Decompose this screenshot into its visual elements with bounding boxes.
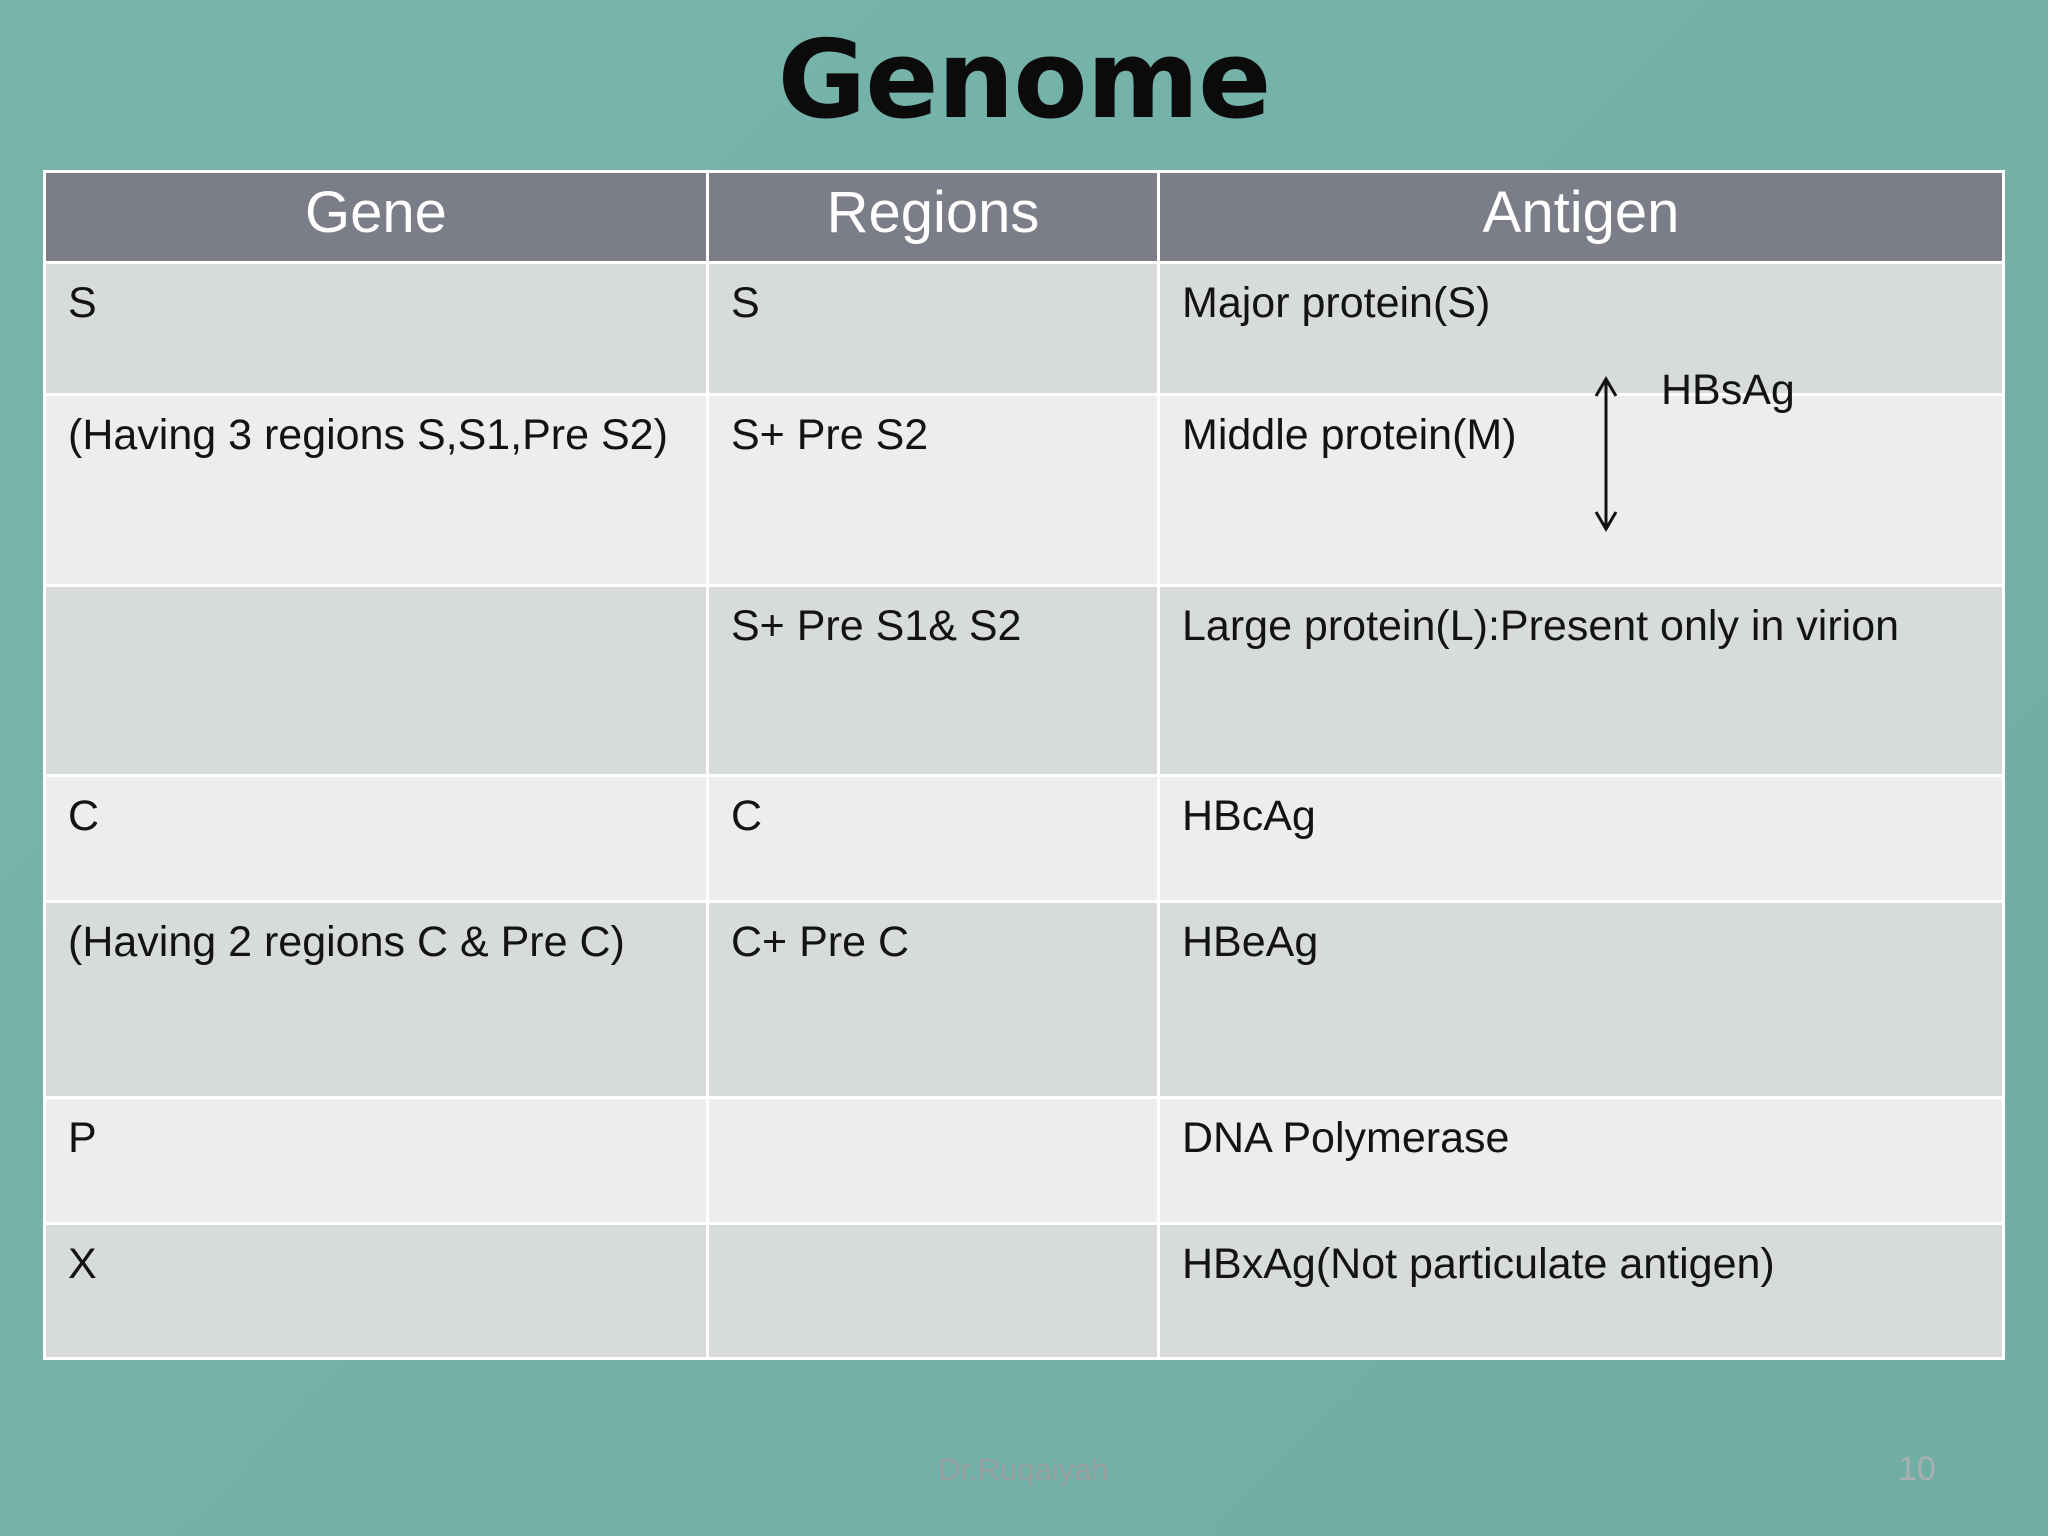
cell-regions: C — [709, 777, 1160, 903]
cell-gene: P — [43, 1099, 709, 1225]
cell-regions: S — [709, 264, 1160, 396]
table-row: X HBxAg(Not particulate antigen) — [43, 1225, 2005, 1360]
table-row: (Having 2 regions C & Pre C) C+ Pre C HB… — [43, 903, 2005, 1099]
cell-antigen: HBcAg — [1160, 777, 2005, 903]
cell-regions: C+ Pre C — [709, 903, 1160, 1099]
cell-antigen: Middle protein(M) — [1160, 396, 2005, 587]
cell-regions — [709, 1225, 1160, 1360]
cell-gene — [43, 587, 709, 777]
table-header-row: Gene Regions Antigen — [43, 170, 2005, 264]
cell-antigen: Large protein(L):Present only in virion — [1160, 587, 2005, 777]
genome-table: Gene Regions Antigen S S Major protein(S… — [43, 170, 2005, 1360]
hbsag-annotation-label: HBsAg — [1661, 366, 1795, 414]
genome-table-wrapper: Gene Regions Antigen S S Major protein(S… — [43, 170, 2005, 1360]
cell-gene: (Having 3 regions S,S1,Pre S2) — [43, 396, 709, 587]
table-row: S S Major protein(S) — [43, 264, 2005, 396]
table-header: Gene Regions Antigen — [43, 170, 2005, 264]
cell-gene: C — [43, 777, 709, 903]
table-row: S+ Pre S1& S2 Large protein(L):Present o… — [43, 587, 2005, 777]
column-header-gene: Gene — [43, 170, 709, 264]
cell-gene: X — [43, 1225, 709, 1360]
table-body: S S Major protein(S) (Having 3 regions S… — [43, 264, 2005, 1360]
cell-gene: (Having 2 regions C & Pre C) — [43, 903, 709, 1099]
cell-antigen: DNA Polymerase — [1160, 1099, 2005, 1225]
cell-regions: S+ Pre S1& S2 — [709, 587, 1160, 777]
cell-regions — [709, 1099, 1160, 1225]
column-header-regions: Regions — [709, 170, 1160, 264]
footer-page-number: 10 — [1898, 1450, 1936, 1488]
table-row: (Having 3 regions S,S1,Pre S2) S+ Pre S2… — [43, 396, 2005, 587]
column-header-antigen: Antigen — [1160, 170, 2005, 264]
table-row: C C HBcAg — [43, 777, 2005, 903]
footer-author: Dr.Ruqaiyah — [938, 1452, 1109, 1487]
cell-antigen: Major protein(S) — [1160, 264, 2005, 396]
cell-regions: S+ Pre S2 — [709, 396, 1160, 587]
cell-antigen: HBxAg(Not particulate antigen) — [1160, 1225, 2005, 1360]
table-row: P DNA Polymerase — [43, 1099, 2005, 1225]
cell-antigen: HBeAg — [1160, 903, 2005, 1099]
cell-gene: S — [43, 264, 709, 396]
page-title: Genome — [777, 18, 1272, 143]
